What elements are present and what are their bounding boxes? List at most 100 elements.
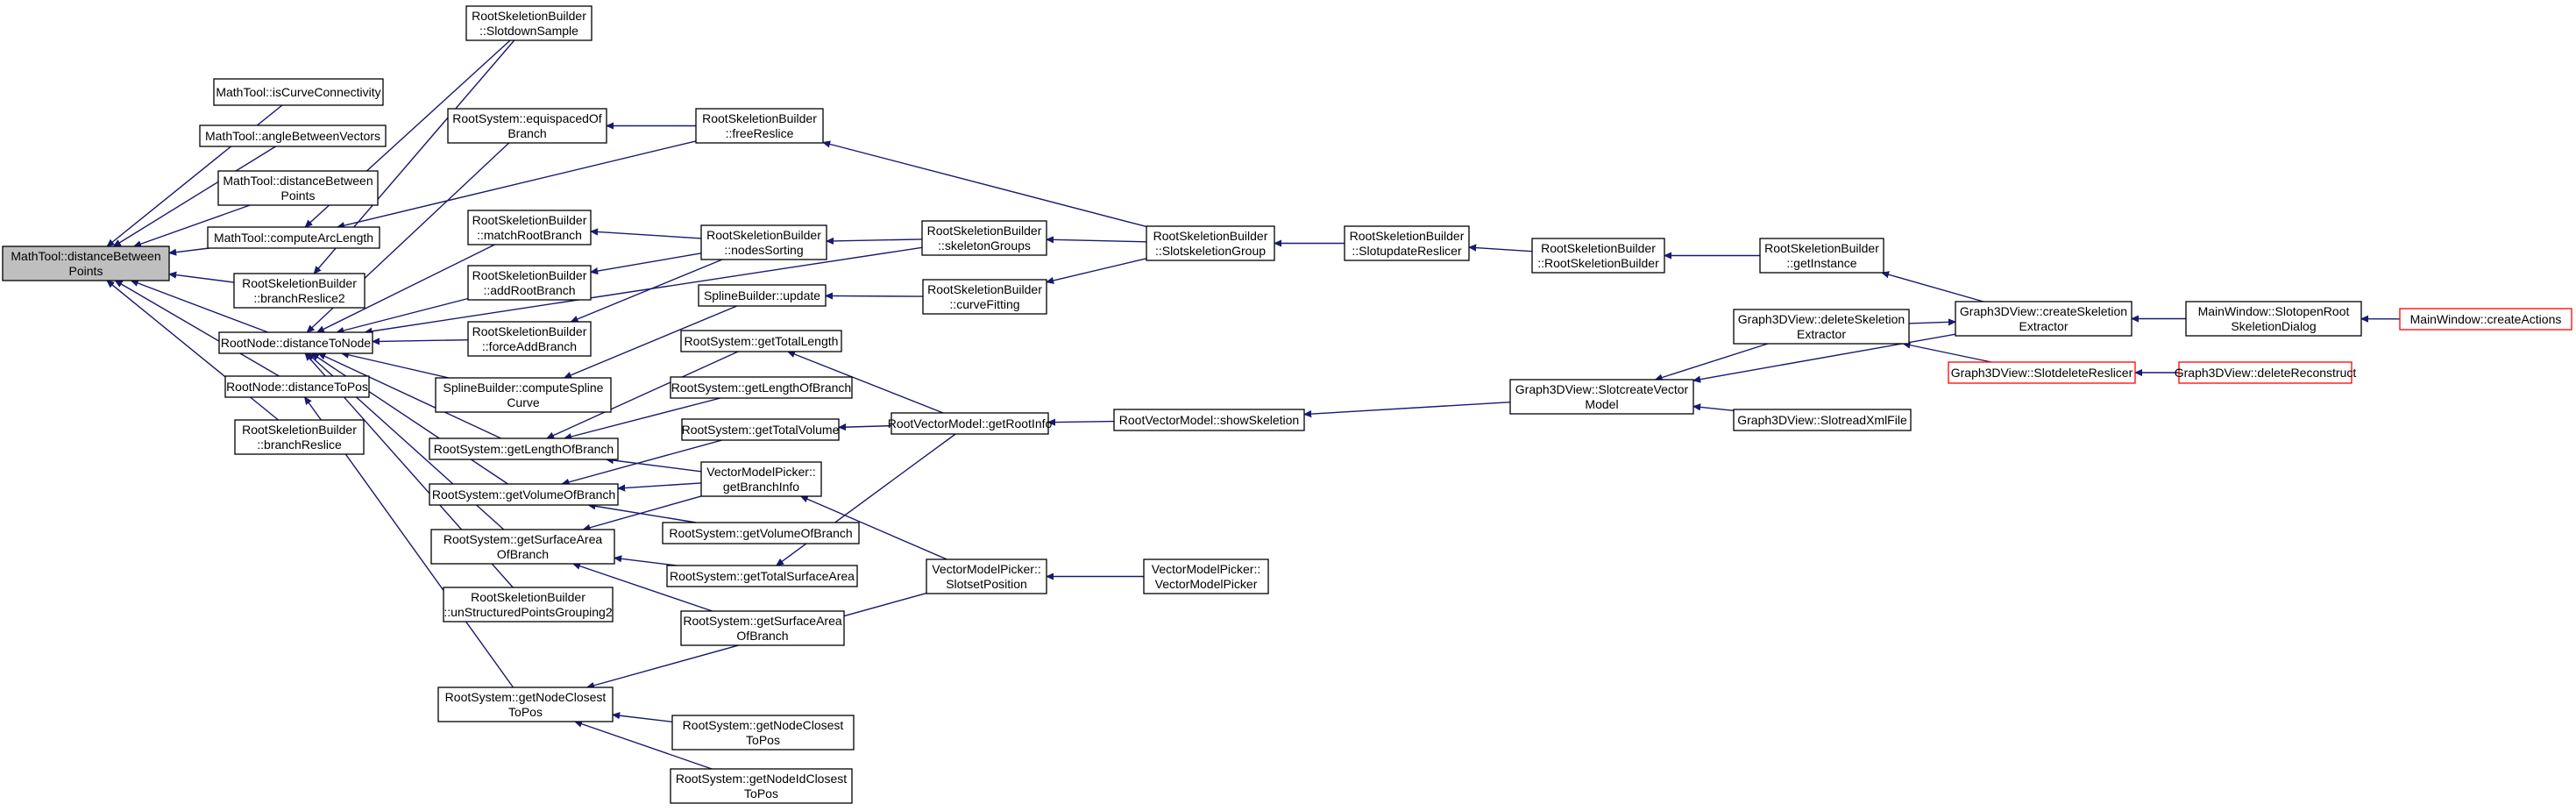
graph-node-n6[interactable]: RootSkeletionBuilder::branchReslice2	[233, 273, 365, 309]
graph-node-n3[interactable]: MathTool::angleBetweenVectors	[199, 124, 387, 147]
graph-node-n38[interactable]: RootVectorModel::showSkeletion	[1113, 409, 1305, 431]
graph-node-n7[interactable]: RootNode::distanceToNode	[218, 331, 373, 354]
edge-n34-to-n23	[826, 295, 924, 296]
graph-node-n28[interactable]: RootSystem::getVolumeOfBranch	[662, 522, 860, 544]
graph-node-n5[interactable]: MathTool::computeArcLength	[207, 226, 380, 249]
node-label: RootVectorModel::showSkeletion	[1119, 413, 1299, 427]
node-box	[1146, 225, 1275, 261]
node-box	[680, 330, 842, 352]
graph-node-n25[interactable]: RootSystem::getLengthOfBranch	[670, 376, 853, 399]
edge-n15-to-n7	[342, 353, 450, 379]
graph-node-n16[interactable]: RootSystem::getLengthOfBranch	[429, 438, 619, 460]
node-label: RootNode::distanceToPos	[226, 380, 368, 394]
edge-n5-to-n1	[169, 247, 209, 253]
graph-node-n12[interactable]: RootSkeletionBuilder::matchRootBranch	[467, 210, 592, 245]
node-box	[926, 558, 1047, 594]
graph-node-n26[interactable]: RootSystem::getTotalVolume	[681, 418, 840, 441]
node-label: MainWindow::createActions	[2410, 312, 2562, 326]
edge-n3-to-n1	[114, 146, 276, 247]
graph-node-n22[interactable]: RootSkeletionBuilder::nodesSorting	[700, 224, 827, 260]
node-box	[1759, 238, 1884, 274]
node-label: RootSkeletionBuilder	[472, 324, 587, 338]
graph-node-n10[interactable]: RootSkeletionBuilder::SlotdownSample	[465, 5, 593, 41]
graph-node-n27[interactable]: VectorModelPicker::getBranchInfo	[700, 461, 822, 497]
node-box	[2185, 301, 2362, 337]
node-box	[437, 687, 614, 722]
graph-node-n34[interactable]: RootSkeletionBuilder::curveFitting	[922, 279, 1047, 315]
edge-n46-to-n42	[1882, 273, 1984, 302]
edge-n37-to-n34	[1047, 258, 1147, 282]
graph-node-n21[interactable]: RootSkeletionBuilder::freeReslice	[695, 108, 824, 144]
node-box	[891, 412, 1049, 435]
node-layer: MathTool::distanceBetweenPointsMathTool:…	[2, 5, 2572, 804]
node-box	[700, 461, 822, 497]
graph-node-n17[interactable]: RootSystem::getVolumeOfBranch	[429, 483, 619, 506]
node-label: RootVectorModel::getRootInfo	[888, 416, 1053, 430]
edge-n7-to-n1	[131, 281, 268, 333]
graph-node-n47[interactable]: Graph3DView::SlotdeleteReslicer	[1948, 361, 2136, 384]
node-box	[1733, 409, 1912, 431]
node-label: RootSystem::getTotalLength	[685, 334, 839, 348]
node-box	[681, 418, 840, 441]
node-label: RootSystem::getTotalSurfaceArea	[670, 569, 855, 583]
graph-node-n14[interactable]: RootSkeletionBuilder::forceAddBranch	[467, 321, 592, 357]
node-box	[922, 279, 1047, 315]
graph-node-n45[interactable]: Graph3DView::SlotreadXmlFile	[1733, 409, 1912, 431]
graph-node-n37[interactable]: RootSkeletionBuilder::SlotskeletionGroup	[1146, 225, 1275, 261]
edge-n37-to-n33	[1047, 239, 1147, 242]
graph-node-n48[interactable]: Graph3DView::deleteReconstruct	[2175, 361, 2357, 384]
node-label: RootSkeletionBuilder	[471, 590, 585, 604]
node-label: RootSystem::getNodeClosest	[683, 718, 844, 732]
node-label: ::SlotskeletionGroup	[1155, 244, 1266, 258]
node-label: RootSkeletionBuilder	[927, 282, 1042, 296]
node-box	[217, 170, 379, 206]
node-label: SplineBuilder::computeSpline	[444, 381, 604, 395]
graph-node-n2[interactable]: MathTool::isCurveConnectivity	[213, 78, 384, 106]
node-box	[430, 529, 615, 565]
graph-node-n24[interactable]: RootSystem::getTotalLength	[680, 330, 842, 352]
edge-n29-to-n18	[614, 558, 677, 566]
graph-node-n23[interactable]: SplineBuilder::update	[698, 284, 827, 307]
graph-node-n41[interactable]: RootSkeletionBuilder::RootSkeletionBuild…	[1531, 238, 1665, 274]
graph-node-n35[interactable]: RootVectorModel::getRootInfo	[888, 412, 1053, 435]
edge-n28-to-n17	[588, 505, 697, 523]
node-label: ::skeletonGroups	[938, 238, 1031, 253]
node-box	[429, 483, 619, 506]
node-box	[921, 220, 1047, 256]
graph-node-n19[interactable]: RootSkeletionBuilder::unStructuredPoints…	[443, 587, 614, 622]
graph-node-n29[interactable]: RootSystem::getTotalSurfaceArea	[666, 565, 858, 587]
node-box	[443, 587, 614, 622]
edge-n22-to-n14	[571, 259, 723, 322]
node-box	[224, 375, 370, 398]
edge-n46-to-n43	[1693, 333, 1956, 381]
node-label: RootSystem::getTotalVolume	[682, 423, 840, 437]
graph-node-n9[interactable]: RootSkeletionBuilder::branchReslice	[234, 419, 365, 455]
node-box	[1113, 409, 1305, 431]
graph-node-n50[interactable]: MainWindow::createActions	[2399, 308, 2572, 331]
graph-node-n42[interactable]: RootSkeletionBuilder::getInstance	[1759, 238, 1884, 274]
edge-n30-to-n18	[573, 564, 713, 612]
node-label: Graph3DView::deleteReconstruct	[2175, 366, 2357, 380]
node-label: SplineBuilder::update	[704, 288, 820, 302]
edge-n33-to-n7	[365, 246, 923, 332]
graph-node-n39[interactable]: VectorModelPicker::VectorModelPicker	[1143, 558, 1269, 594]
graph-node-n33[interactable]: RootSkeletionBuilder::skeletonGroups	[921, 220, 1047, 256]
graph-node-n36[interactable]: VectorModelPicker::SlotsetPosition	[926, 558, 1047, 594]
graph-node-n13[interactable]: RootSkeletionBuilder::addRootBranch	[467, 265, 592, 301]
graph-node-n8[interactable]: RootNode::distanceToPos	[224, 375, 370, 398]
node-label: RootSkeletionBuilder	[706, 228, 821, 242]
graph-node-n40[interactable]: RootSkeletionBuilder::SlotupdateReslicer	[1344, 225, 1470, 261]
